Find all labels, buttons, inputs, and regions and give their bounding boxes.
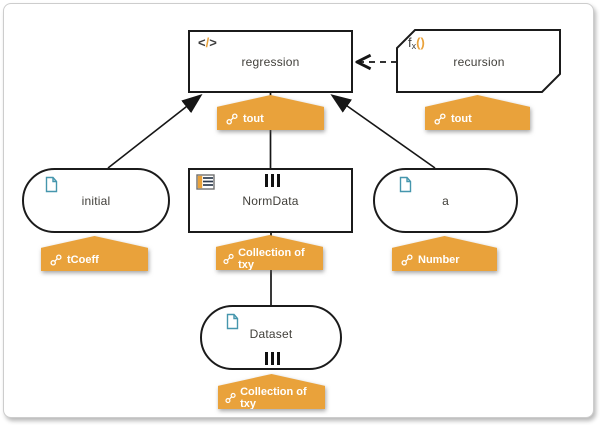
node-dataset[interactable]: Dataset	[200, 305, 342, 370]
link-icon	[434, 113, 446, 125]
document-icon	[399, 176, 412, 193]
node-regression[interactable]: </> regression	[188, 30, 353, 93]
annotation-tag-a-number[interactable]: Number	[392, 236, 497, 271]
node-initial-label: initial	[81, 193, 111, 208]
document-icon	[226, 313, 239, 330]
annotation-label: tCoeff	[67, 254, 99, 266]
annotation-label: Collection of txy	[238, 247, 305, 271]
node-a-label: a	[442, 193, 449, 208]
node-a[interactable]: a	[373, 168, 518, 233]
annotation-label: tout	[243, 113, 264, 125]
collection-marker-icon	[265, 174, 280, 187]
annotation-tag-regression-tout[interactable]: tout	[217, 95, 324, 130]
link-icon	[223, 253, 234, 265]
node-regression-label: regression	[241, 54, 300, 69]
connector-initial-regression[interactable]	[107, 94, 203, 169]
link-icon	[225, 392, 236, 404]
node-initial[interactable]: initial	[22, 168, 170, 233]
annotation-tag-recursion-tout[interactable]: tout	[425, 95, 530, 130]
node-dataset-label: Dataset	[249, 326, 293, 341]
node-normdata[interactable]: NormData	[188, 168, 353, 233]
document-icon	[45, 176, 58, 193]
list-icon	[196, 174, 215, 190]
code-icon: </>	[198, 35, 217, 50]
annotation-tag-normdata-collection[interactable]: Collection of txy	[216, 235, 323, 270]
node-normdata-label: NormData	[242, 193, 299, 208]
annotation-label: Collection of txy	[240, 386, 307, 410]
collection-marker-icon	[265, 352, 280, 365]
link-icon	[401, 254, 413, 266]
node-recursion-shape	[396, 29, 561, 93]
link-icon	[50, 254, 62, 266]
connector-a-regression[interactable]	[330, 94, 436, 169]
node-recursion-label: recursion	[453, 54, 505, 69]
node-recursion[interactable]: fx() recursion	[396, 29, 562, 94]
annotation-tag-dataset-collection[interactable]: Collection of txy	[218, 374, 325, 409]
annotation-label: tout	[451, 113, 472, 125]
annotation-label: Number	[418, 254, 460, 266]
function-icon: fx()	[408, 35, 425, 51]
link-icon	[226, 113, 238, 125]
annotation-tag-initial-tcoeff[interactable]: tCoeff	[41, 236, 148, 271]
